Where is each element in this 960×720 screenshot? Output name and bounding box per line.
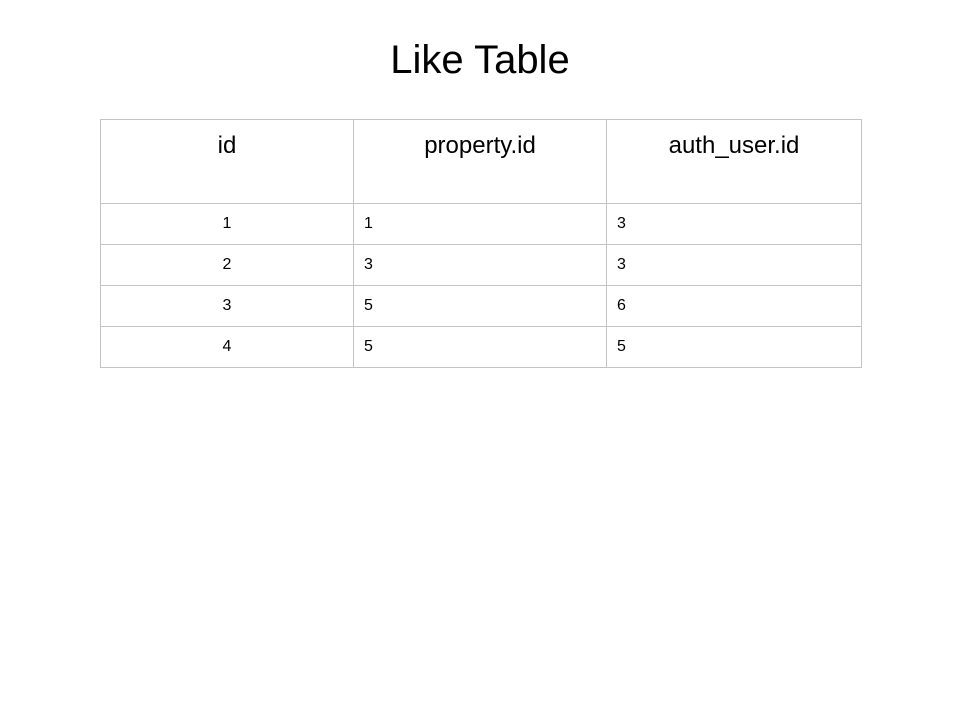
table-cell-id: 3: [100, 285, 354, 327]
table-cell-property-id: 5: [353, 285, 607, 327]
like-table: id property.id auth_user.id 1 1 3 2 3 3 …: [100, 119, 862, 368]
table-cell-auth-user-id: 3: [606, 203, 862, 245]
column-header-auth-user-id: auth_user.id: [606, 119, 862, 204]
table-cell-id: 1: [100, 203, 354, 245]
table-row: 1 1 3: [100, 203, 862, 245]
table-cell-auth-user-id: 3: [606, 244, 862, 286]
table-cell-auth-user-id: 5: [606, 326, 862, 368]
table-header-row: id property.id auth_user.id: [100, 119, 862, 204]
table-cell-property-id: 3: [353, 244, 607, 286]
table-row: 3 5 6: [100, 285, 862, 327]
table-cell-property-id: 5: [353, 326, 607, 368]
table-cell-auth-user-id: 6: [606, 285, 862, 327]
page-title: Like Table: [390, 38, 570, 82]
table-cell-property-id: 1: [353, 203, 607, 245]
table-row: 4 5 5: [100, 326, 862, 368]
table-cell-id: 4: [100, 326, 354, 368]
column-header-id: id: [100, 119, 354, 204]
table-row: 2 3 3: [100, 244, 862, 286]
column-header-property-id: property.id: [353, 119, 607, 204]
table-cell-id: 2: [100, 244, 354, 286]
